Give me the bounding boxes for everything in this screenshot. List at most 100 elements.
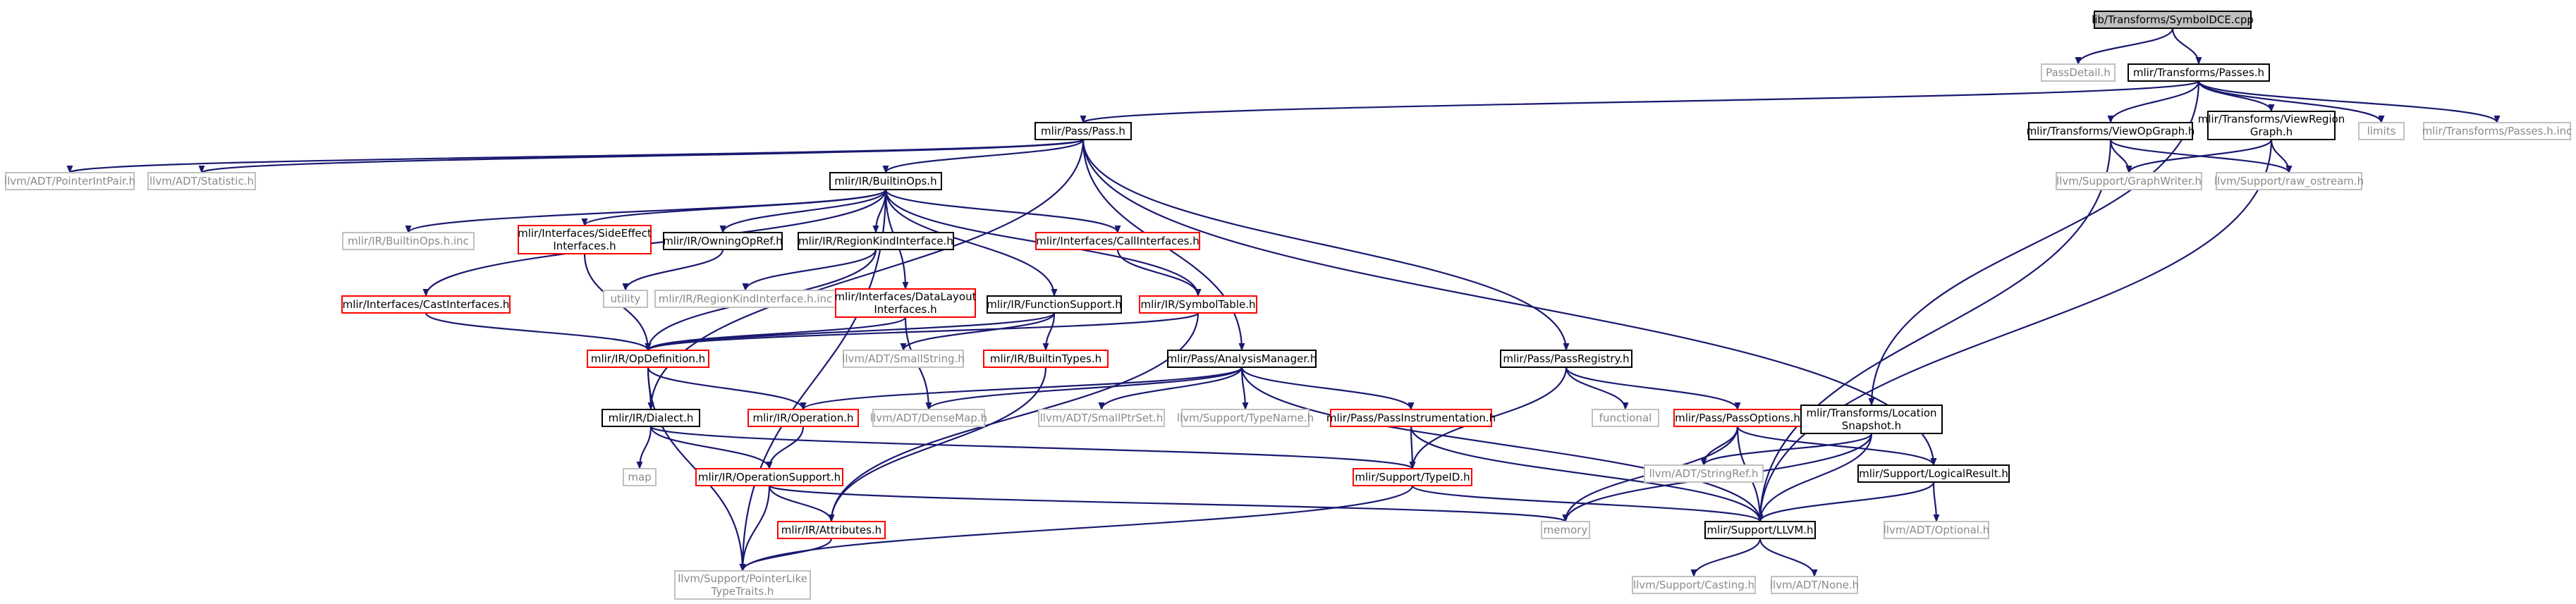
node-operationsupport[interactable]: mlir/IR/OperationSupport.h <box>695 468 843 486</box>
edge-analysismanager-to-passinstrumentation <box>1240 366 1415 410</box>
edge-viewregiongraph-to-llvmh <box>1757 139 2273 522</box>
node-limits: limits <box>2358 122 2405 140</box>
node-label-datalayout-0: mlir/Interfaces/DataLayout <box>835 290 977 303</box>
node-logicalresult[interactable]: mlir/Support/LogicalResult.h <box>1857 464 2010 483</box>
node-box-regionkindinc <box>654 290 836 308</box>
node-box-symboltable <box>1139 295 1257 314</box>
node-box-attributes <box>777 521 886 539</box>
node-label-pass-0: mlir/Pass/Pass.h <box>1041 125 1125 137</box>
edge-locationsnapshot-to-llvmh <box>1757 433 1873 522</box>
node-typename: llvm/Support/TypeName.h <box>1177 409 1314 427</box>
node-attributes[interactable]: mlir/IR/Attributes.h <box>777 521 886 539</box>
node-functionsupport[interactable]: mlir/IR/FunctionSupport.h <box>987 295 1122 314</box>
node-callinterfaces[interactable]: mlir/Interfaces/CallInterfaces.h <box>1035 232 1200 250</box>
node-memory: memory <box>1541 521 1590 539</box>
edge-passoptions-to-stringref <box>1700 426 1739 466</box>
node-box-pass <box>1034 122 1132 140</box>
node-llvmh[interactable]: mlir/Support/LLVM.h <box>1704 521 1816 539</box>
node-box-operationsupport <box>695 468 843 486</box>
node-optional: llvm/ADT/Optional.h <box>1884 521 1990 539</box>
node-box-castinterfaces <box>341 295 511 314</box>
node-label-statistic-0: llvm/ADT/Statistic.h <box>149 175 254 187</box>
node-box-passregistry <box>1500 350 1632 368</box>
node-box-owningopref <box>663 232 783 250</box>
node-functional: functional <box>1592 409 1659 427</box>
node-regionkind[interactable]: mlir/IR/RegionKindInterface.h <box>798 232 954 250</box>
edge-passes-to-viewregiongraph <box>2197 80 2275 112</box>
node-label-optional-0: llvm/ADT/Optional.h <box>1884 524 1990 536</box>
node-label-stringref-0: llvm/ADT/StringRef.h <box>1649 467 1758 480</box>
node-analysismanager[interactable]: mlir/Pass/AnalysisManager.h <box>1167 350 1317 368</box>
node-smallstring: llvm/ADT/SmallString.h <box>842 350 965 368</box>
edge-builtinops-to-sideeffect <box>581 188 887 227</box>
node-castinterfaces[interactable]: mlir/Interfaces/CastInterfaces.h <box>341 295 511 314</box>
node-opdefinition[interactable]: mlir/IR/OpDefinition.h <box>587 350 709 368</box>
node-builtinops[interactable]: mlir/IR/BuiltinOps.h <box>829 172 942 190</box>
node-statistic: llvm/ADT/Statistic.h <box>147 172 256 190</box>
node-label-operationsupport-0: mlir/IR/OperationSupport.h <box>698 471 841 483</box>
node-box-utility <box>603 290 648 308</box>
node-regionkindinc: mlir/IR/RegionKindInterface.h.inc <box>654 290 836 308</box>
edge-dialect-to-typeid <box>649 425 1416 470</box>
edge-passoptions-to-logicalresult <box>1736 426 1937 466</box>
node-box-limits <box>2358 122 2405 140</box>
node-root[interactable]: lib/Transforms/SymbolDCE.cpp <box>2092 11 2254 29</box>
node-label-locationsnapshot-1: Snapshot.h <box>1842 419 1901 432</box>
node-label-pointerlike-1: TypeTraits.h <box>711 585 774 598</box>
edge-operationsupport-to-memory <box>768 484 1569 523</box>
node-pass[interactable]: mlir/Pass/Pass.h <box>1034 122 1132 140</box>
node-label-memory-0: memory <box>1544 524 1588 536</box>
edge-logicalresult-to-llvmh <box>1757 481 1935 522</box>
node-box-llvmh <box>1704 521 1816 539</box>
node-box-viewopgraph <box>2028 122 2193 140</box>
node-label-utility-0: utility <box>611 292 641 305</box>
edge-operation-to-operationsupport <box>766 426 805 469</box>
node-typeid[interactable]: mlir/Support/TypeID.h <box>1353 468 1472 486</box>
edge-viewregiongraph-to-graphwriter <box>2125 139 2273 173</box>
node-passoptions[interactable]: mlir/Pass/PassOptions.h <box>1673 409 1802 427</box>
edge-viewopgraph-to-llvmh <box>1757 139 2112 522</box>
node-passregistry[interactable]: mlir/Pass/PassRegistry.h <box>1500 350 1632 368</box>
edge-llvmh-to-casting <box>1690 538 1762 577</box>
node-box-none <box>1771 576 1858 594</box>
node-utility: utility <box>603 290 648 308</box>
node-box-pointerintpair <box>5 172 135 190</box>
node-box-typeid <box>1353 468 1472 486</box>
node-label-passdetail-0: PassDetail.h <box>2046 66 2111 79</box>
node-builtinopsinc: mlir/IR/BuiltinOps.h.inc <box>342 232 475 250</box>
edge-passes-to-limits <box>2197 80 2385 123</box>
node-viewopgraph[interactable]: mlir/Transforms/ViewOpGraph.h <box>2027 122 2195 140</box>
edge-builtinops-to-pointerlike <box>739 189 887 572</box>
node-box-root <box>2094 11 2252 29</box>
node-passes[interactable]: mlir/Transforms/Passes.h <box>2128 63 2270 82</box>
node-operation[interactable]: mlir/IR/Operation.h <box>747 409 859 427</box>
node-dialect[interactable]: mlir/IR/Dialect.h <box>602 409 700 427</box>
node-label-regionkindinc-0: mlir/IR/RegionKindInterface.h.inc <box>659 292 833 305</box>
edge-owningopref-to-utility <box>622 249 724 291</box>
node-symboltable[interactable]: mlir/IR/SymbolTable.h <box>1139 295 1257 314</box>
node-pointerintpair: llvm/ADT/PointerIntPair.h <box>4 172 135 190</box>
node-casting: llvm/Support/Casting.h <box>1632 576 1756 594</box>
node-builtintypes[interactable]: mlir/IR/BuiltinTypes.h <box>983 350 1109 368</box>
node-box-functionsupport <box>987 295 1122 314</box>
node-densemap: llvm/ADT/DenseMap.h <box>870 409 987 427</box>
node-label-operation-0: mlir/IR/Operation.h <box>753 412 854 424</box>
node-label-owningopref-0: mlir/IR/OwningOpRef.h <box>663 235 783 247</box>
node-box-builtintypes <box>983 350 1109 368</box>
node-label-builtintypes-0: mlir/IR/BuiltinTypes.h <box>990 352 1101 365</box>
node-owningopref[interactable]: mlir/IR/OwningOpRef.h <box>663 232 783 250</box>
node-label-passregistry-0: mlir/Pass/PassRegistry.h <box>1503 352 1629 365</box>
node-box-datalayout <box>835 288 976 318</box>
node-label-sideeffect-1: Interfaces.h <box>553 240 616 252</box>
node-box-stringref <box>1644 464 1764 483</box>
node-box-graphwriter <box>2056 172 2202 190</box>
node-label-analysismanager-0: mlir/Pass/AnalysisManager.h <box>1167 352 1317 365</box>
node-passdetail: PassDetail.h <box>2041 63 2116 82</box>
edge-pass-to-logicalresult <box>1082 139 1937 466</box>
node-passinstrumentation[interactable]: mlir/Pass/PassInstrumentation.h <box>1326 409 1496 427</box>
